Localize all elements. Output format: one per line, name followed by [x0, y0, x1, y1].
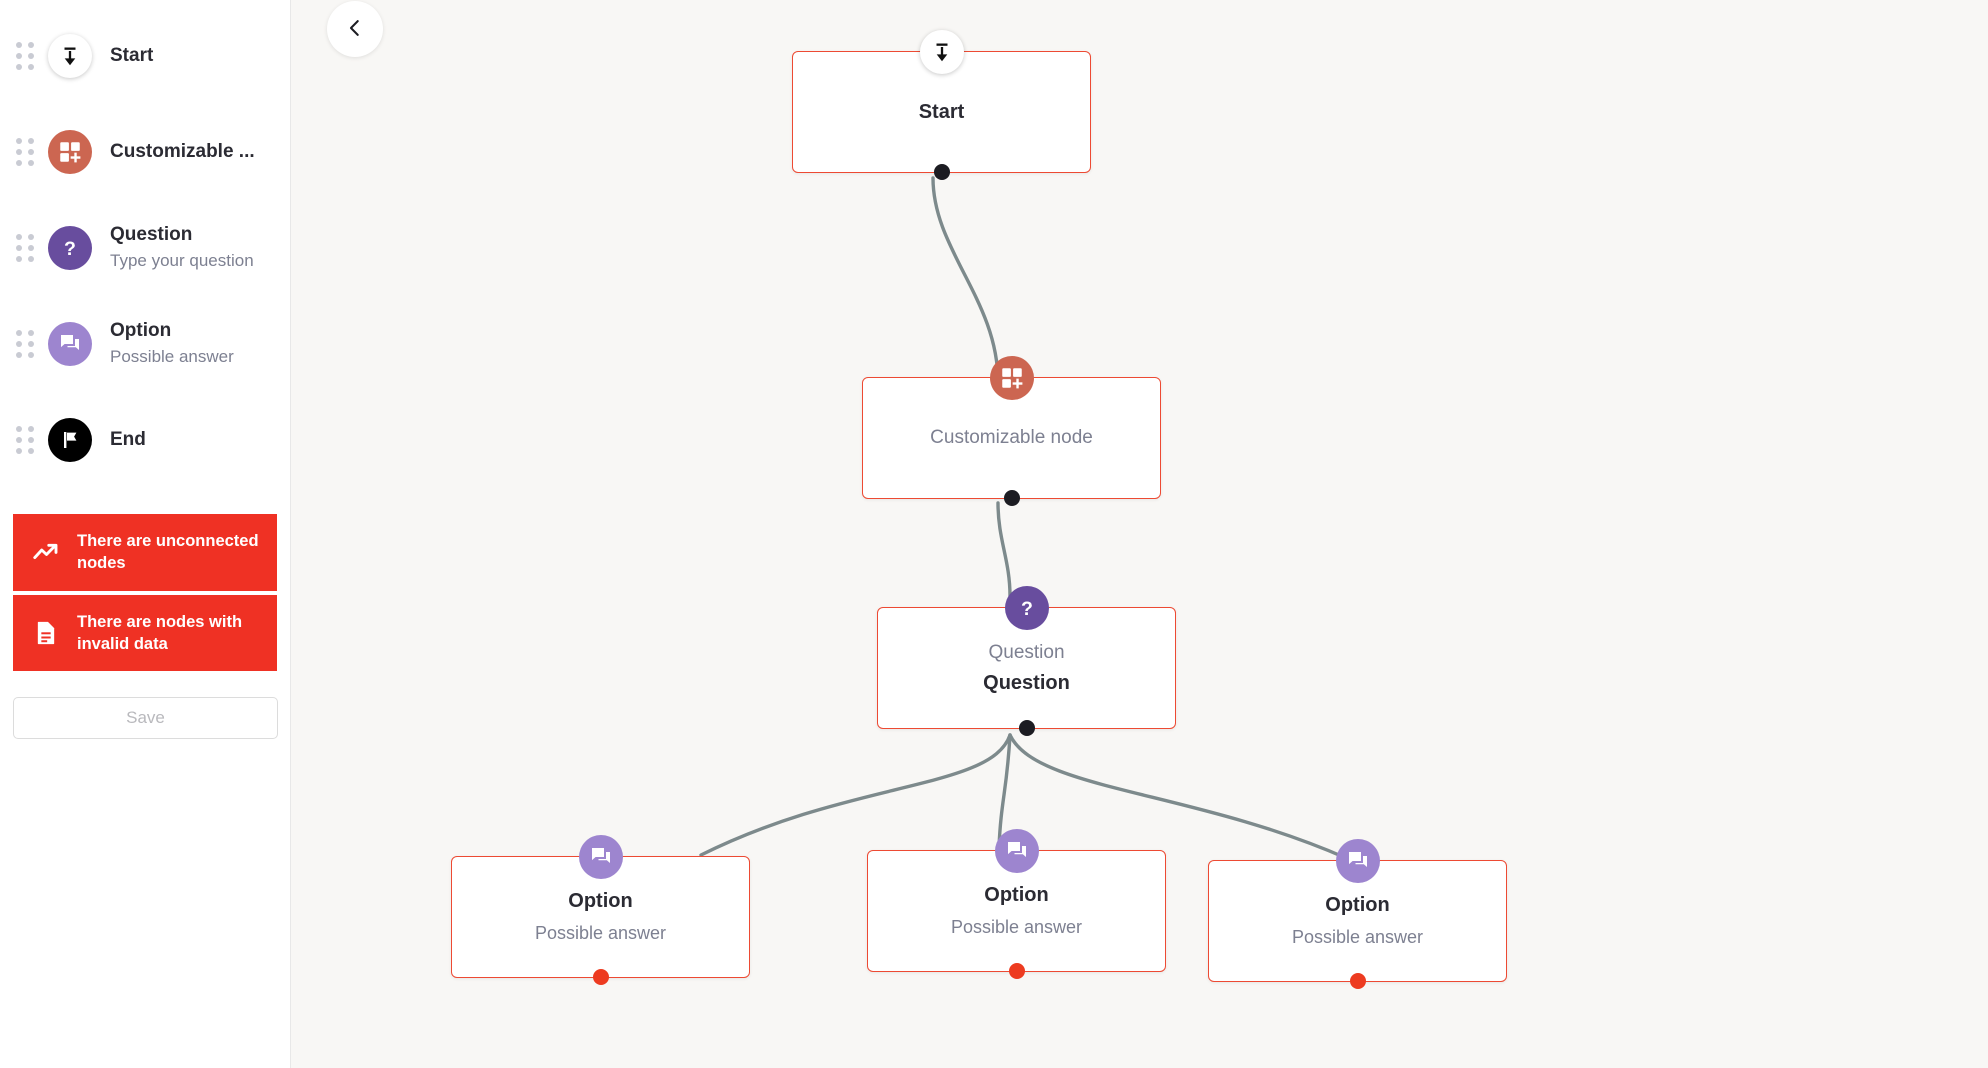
output-port[interactable]	[1018, 720, 1035, 736]
flow-node-value: Question	[983, 671, 1070, 694]
edge-question-to-option-1	[699, 733, 1012, 857]
add-widget-icon	[989, 356, 1034, 400]
output-port[interactable]	[1003, 490, 1020, 506]
flow-node-title: Option	[1325, 894, 1390, 916]
edge-question-to-option-3	[1008, 733, 1348, 860]
output-port[interactable]	[933, 164, 950, 180]
question-mark-icon: ?	[48, 226, 92, 270]
edge-question-to-option-2	[997, 733, 1012, 849]
collapse-sidebar-button[interactable]	[327, 1, 383, 57]
forum-icon	[48, 322, 92, 366]
drag-handle-icon[interactable]	[14, 231, 36, 265]
flow-node-title: Option	[568, 890, 633, 912]
palette-item-subtitle: Type your question	[110, 251, 254, 270]
palette-item-text: Question Type your question	[110, 222, 254, 273]
flow-node-option-1[interactable]: Option Possible answer	[451, 835, 750, 985]
palette-item-title: Start	[110, 45, 154, 67]
palette-item-text: Customizable ...	[110, 139, 255, 165]
palette-item-title: Question	[110, 224, 193, 246]
palette-list: Start Customizab	[0, 8, 290, 488]
drag-handle-icon[interactable]	[14, 135, 36, 169]
edge-customizable-to-question	[996, 501, 1012, 598]
edge-layer	[699, 176, 1348, 860]
output-port[interactable]	[592, 969, 609, 985]
alert-invalid-data[interactable]: There are nodes with invalid data	[13, 594, 277, 672]
palette-item-subtitle: Possible answer	[110, 347, 234, 366]
alert-text: There are nodes with invalid data	[77, 612, 243, 653]
flow-node-title: Start	[918, 100, 965, 123]
svg-text:?: ?	[1021, 598, 1033, 620]
validation-alerts: There are unconnected nodes There are no…	[0, 514, 290, 672]
flow-canvas[interactable]: Start Customizable node ?	[291, 0, 1988, 1068]
palette-item-text: End	[110, 427, 146, 453]
flow-node-title: Option	[984, 884, 1049, 906]
flow-node-question[interactable]: ? Question Question	[877, 586, 1176, 736]
vertical-align-bottom-icon	[48, 34, 92, 78]
drag-handle-icon[interactable]	[14, 39, 36, 73]
palette-item-customizable[interactable]: Customizable ...	[0, 104, 290, 200]
flow-node-option-3[interactable]: Option Possible answer	[1208, 839, 1507, 989]
flow-node-option-2[interactable]: Option Possible answer	[867, 829, 1166, 979]
forum-icon	[994, 829, 1039, 873]
flow-node-customizable[interactable]: Customizable node	[862, 356, 1161, 506]
palette-item-end[interactable]: End	[0, 392, 290, 488]
output-port[interactable]	[1008, 963, 1025, 979]
node-palette-sidebar: Start Customizab	[0, 0, 291, 1068]
flag-icon	[48, 418, 92, 462]
svg-text:?: ?	[64, 238, 76, 260]
drag-handle-icon[interactable]	[14, 423, 36, 457]
forum-icon	[578, 835, 623, 879]
palette-item-text: Option Possible answer	[110, 318, 234, 369]
output-port[interactable]	[1349, 973, 1366, 989]
flow-node-subtitle: Possible answer	[1291, 927, 1424, 947]
question-mark-icon: ?	[1004, 586, 1049, 630]
trending-up-icon	[29, 537, 63, 567]
flow-node-title: Customizable node	[930, 427, 1093, 448]
forum-icon	[1335, 839, 1380, 883]
palette-item-title: Option	[110, 320, 172, 342]
vertical-align-bottom-icon	[919, 30, 964, 74]
flow-node-start[interactable]: Start	[792, 30, 1091, 180]
flow-node-subtitle: Possible answer	[950, 917, 1083, 937]
edge-start-to-customizable	[931, 176, 1000, 384]
chevron-left-icon	[344, 17, 366, 42]
palette-item-option[interactable]: Option Possible answer	[0, 296, 290, 392]
palette-item-title: End	[110, 429, 146, 451]
drag-handle-icon[interactable]	[14, 327, 36, 361]
flow-node-subtitle: Possible answer	[534, 923, 667, 943]
flow-node-label: Question	[988, 641, 1065, 663]
alert-text: There are unconnected nodes	[77, 532, 259, 573]
document-icon	[29, 619, 63, 647]
save-button[interactable]: Save	[13, 697, 278, 740]
palette-item-question[interactable]: ? Question Type your question	[0, 200, 290, 296]
palette-item-text: Start	[110, 43, 153, 69]
palette-item-start[interactable]: Start	[0, 8, 290, 104]
palette-item-title: Customizable ...	[110, 141, 255, 163]
alert-unconnected-nodes[interactable]: There are unconnected nodes	[13, 514, 277, 591]
add-widget-icon	[48, 130, 92, 174]
